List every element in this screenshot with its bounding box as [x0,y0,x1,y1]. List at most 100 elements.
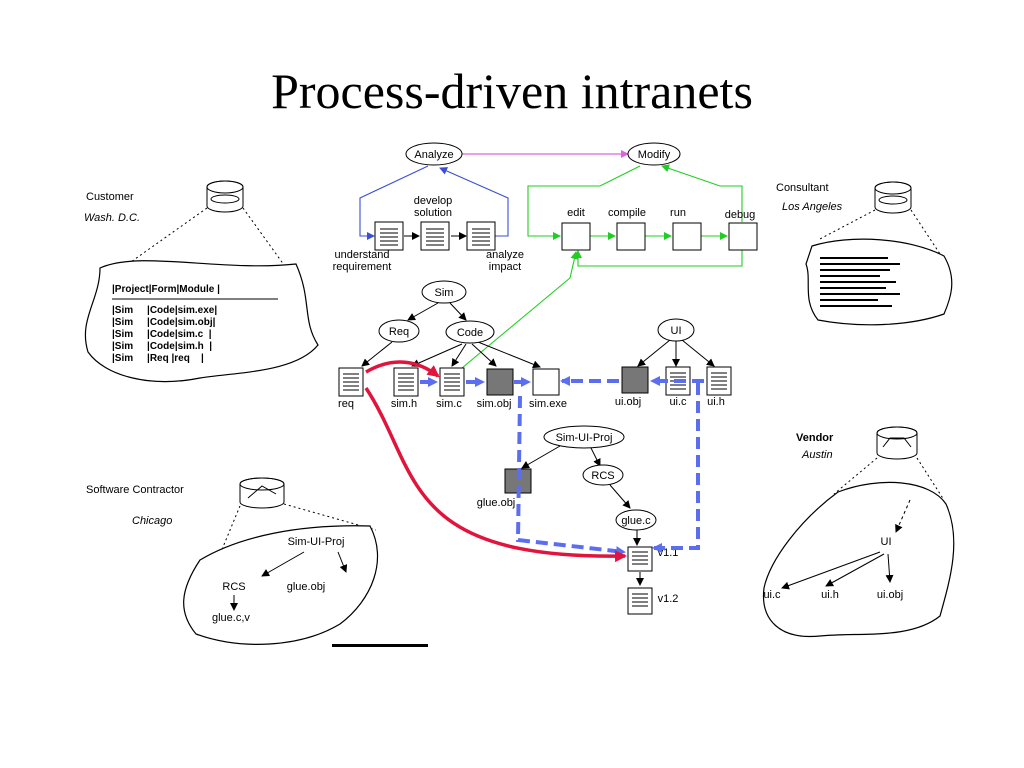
vendor-database-icon [876,426,918,460]
customer-blob [84,260,319,383]
contractor-database-icon [239,477,285,509]
workflow-loop [574,250,743,267]
run-label: run [670,207,686,219]
understand-label-2: requirement [333,261,392,273]
artifact-label-simc: sim.c [436,398,462,410]
artifact-label-simobj: sim.obj [477,398,512,410]
req-to-v11-arrow [364,387,627,563]
req-to-simc-arrow [365,360,440,378]
v11-doc [627,546,653,572]
workflow-start [527,165,641,240]
customer-row-4: |Sim |Code|sim.h | [112,341,212,352]
develop-label-1: develop [414,195,453,207]
contractor-site: Software Contractor Chicago Sim-UI-Proj … [86,477,379,645]
artifact-label-uic: ui.c [669,396,687,408]
dep-uic-v11 [652,383,700,553]
consultant-database-icon [874,181,912,214]
sim-ui-proj-node [543,425,625,449]
v12-label: v1.2 [658,593,679,605]
customer-row-3: |Sim |Code|sim.c | [112,329,212,340]
customer-location: Wash. D.C. [84,212,140,224]
slide-title: Process-driven intranets [271,63,753,119]
edit-box [561,222,591,251]
dep-simobj-v11 [515,395,626,557]
customer-name: Customer [86,191,134,203]
compile-box [616,222,646,251]
sim-ui-proj-label: Sim-UI-Proj [556,432,613,444]
simh-doc [393,367,419,397]
analyze-node [405,142,463,166]
contractor-blob [183,525,379,645]
artifact-label-uiobj: ui.obj [615,396,641,408]
modify-node [627,142,681,166]
artifact-label-simh: sim.h [391,398,417,410]
sim-node [421,280,467,304]
caption-mark [332,644,428,647]
v12-doc [627,587,653,615]
analysis-loop-left [359,165,429,240]
rcs-label: RCS [591,470,614,482]
modify-label: Modify [638,149,671,161]
contractor-glue-obj: glue.obj [287,581,326,593]
req-node [378,319,420,343]
process-section: Analyze Modify develop solution unders [333,142,758,369]
debug-box [728,222,758,251]
req-node-label: Req [389,326,409,338]
run-box [672,222,702,251]
code-node [445,320,495,344]
analysis-loop-right [439,167,509,237]
customer-row-2: |Sim |Code|sim.obj| [112,317,216,328]
develop-label-2: solution [414,207,452,219]
vendor-location: Austin [801,449,833,461]
rcs-node [582,464,624,486]
artifact-label-req: req [338,398,354,410]
code-label: Code [457,327,483,339]
artifact-label-uih: ui.h [707,396,725,408]
customer-site: Customer Wash. D.C. |Project|Form|Module… [84,180,319,383]
vendor-file-uiobj: ui.obj [877,589,903,601]
simobj-box [486,368,514,396]
vendor-ui: UI [881,536,892,548]
ui-node [657,318,695,342]
develop-doc [420,221,450,251]
impact-label-2: impact [489,261,521,273]
ui-node-label: UI [671,325,682,337]
compile-label: compile [608,207,646,219]
analyze-label: Analyze [414,149,453,161]
contractor-glue-cv: glue.c,v [212,612,250,624]
understand-doc [374,221,404,251]
consultant-name: Consultant [776,182,829,194]
sim-label: Sim [435,287,454,299]
consultant-location: Los Angeles [782,201,843,213]
simexe-box [532,368,560,396]
contractor-location: Chicago [132,515,172,527]
vendor-name: Vendor [796,432,834,444]
customer-row-1: |Sim |Code|sim.exe| [112,305,217,316]
debug-label: debug [725,209,756,221]
simc-doc [439,367,465,397]
consultant-notes [820,257,900,307]
uih-doc [706,366,732,396]
gluec-label: glue.c [621,515,651,527]
vendor-file-uic: ui.c [763,589,781,601]
vendor-site: Vendor Austin UI ui.c ui.h ui.obj [762,426,955,638]
customer-database-icon [206,180,244,213]
artifact-label-simexe: sim.exe [529,398,567,410]
consultant-site: Consultant Los Angeles [776,181,953,326]
understand-label-1: understand [334,249,389,261]
impact-doc [466,221,496,251]
impact-label-1: analyze [486,249,524,261]
req-doc [338,367,364,397]
vendor-file-uih: ui.h [821,589,839,601]
configuration-tree: Sim Req Code UI [338,280,732,615]
contractor-name: Software Contractor [86,484,184,496]
simc-edit-link [461,251,579,369]
gluec-node [615,509,657,531]
customer-row-5: |Sim |Req |req | [112,353,204,364]
contractor-rcs: RCS [222,581,245,593]
customer-table-header: |Project|Form|Module | [112,284,220,295]
edit-label: edit [567,207,585,219]
glueobj-label: glue.obj [477,497,516,509]
contractor-project: Sim-UI-Proj [288,536,345,548]
